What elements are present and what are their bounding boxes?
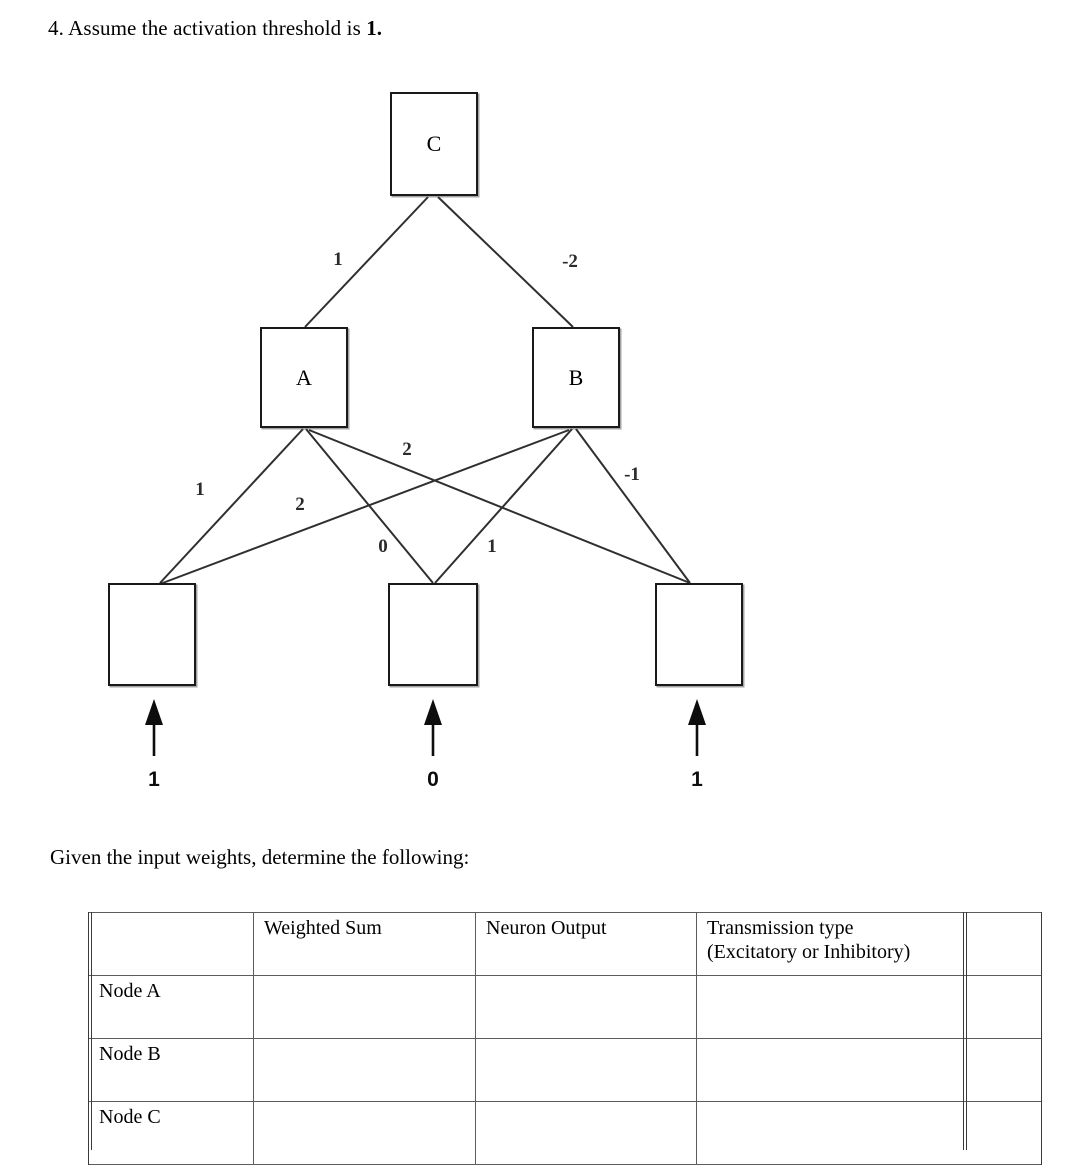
edge-I2-to-B <box>434 428 573 584</box>
header-cell-weighted-sum: Weighted Sum <box>254 912 476 976</box>
edge-weight-A-C: 1 <box>333 249 343 270</box>
edge-weight-I1-B: 2 <box>295 494 305 515</box>
neural-network-diagram: C A B 1 -2 1 0 2 2 1 -1 1 0 1 <box>0 60 1070 820</box>
diagram-edges-svg <box>145 196 706 756</box>
row-label-node-b: Node B <box>89 1039 254 1102</box>
node-box-i1[interactable] <box>108 583 196 686</box>
question-number: 4. <box>48 16 64 40</box>
edge-I3-to-B <box>575 428 691 584</box>
input-arrow-group <box>145 699 706 756</box>
edge-weight-B-C: -2 <box>562 251 578 272</box>
node-label-c: C <box>426 131 442 156</box>
edge-I1-to-B <box>159 429 570 585</box>
transmission-type-line2: (Excitatory or Inhibitory) <box>707 940 911 963</box>
input-value-3: 1 <box>691 768 703 791</box>
table-right-border <box>963 912 967 1150</box>
input-value-2: 0 <box>427 768 439 791</box>
question-heading: 4. Assume the activation threshold is 1. <box>48 16 382 41</box>
table-header-row: Weighted Sum Neuron Output Transmission … <box>89 912 1041 976</box>
edge-I3-to-A <box>308 429 691 584</box>
cell-node-a-neuron-output[interactable] <box>476 976 697 1039</box>
edge-line-group <box>159 196 691 585</box>
table-row[interactable]: Node A <box>89 976 1041 1039</box>
input-arrow-head-icon-3 <box>688 699 706 725</box>
node-box-i2[interactable] <box>388 583 478 686</box>
edge-A-to-C <box>304 196 429 328</box>
cell-node-a-weighted-sum[interactable] <box>254 976 476 1039</box>
edge-B-to-C <box>437 196 574 328</box>
edge-weight-I2-B: 1 <box>487 536 497 557</box>
node-box-b[interactable]: B <box>532 327 620 428</box>
header-cell-blank <box>89 912 254 976</box>
cell-node-b-transmission-type[interactable] <box>697 1039 1041 1102</box>
cell-node-c-weighted-sum[interactable] <box>254 1102 476 1165</box>
table-row[interactable]: Node B <box>89 1039 1041 1102</box>
node-box-c[interactable]: C <box>390 92 478 196</box>
given-prompt: Given the input weights, determine the f… <box>50 845 470 869</box>
cell-node-c-neuron-output[interactable] <box>476 1102 697 1165</box>
cell-node-b-weighted-sum[interactable] <box>254 1039 476 1102</box>
header-cell-neuron-output: Neuron Output <box>476 912 697 976</box>
node-label-b: B <box>568 364 584 390</box>
edge-weight-I1-A: 1 <box>195 479 205 500</box>
question-threshold-value: 1. <box>366 16 383 40</box>
answer-table-wrapper: Weighted Sum Neuron Output Transmission … <box>88 912 1042 1165</box>
row-label-node-c: Node C <box>89 1102 254 1165</box>
edge-weight-I2-A: 0 <box>378 536 388 557</box>
table-row[interactable]: Node C <box>89 1102 1041 1165</box>
cell-node-a-transmission-type[interactable] <box>697 976 1041 1039</box>
node-box-a[interactable]: A <box>260 327 348 428</box>
transmission-type-line1: Transmission type <box>707 917 854 939</box>
cell-node-c-transmission-type[interactable] <box>697 1102 1041 1165</box>
input-arrow-head-icon-1 <box>145 699 163 725</box>
node-label-a: A <box>296 364 312 390</box>
node-box-i3[interactable] <box>655 583 743 686</box>
edge-I1-to-A <box>159 428 304 584</box>
row-label-node-a: Node A <box>89 976 254 1039</box>
edge-weight-I3-B: -1 <box>624 464 640 485</box>
cell-node-b-neuron-output[interactable] <box>476 1039 697 1102</box>
header-cell-transmission-type: Transmission type (Excitatory or Inhibit… <box>697 912 1041 976</box>
input-arrow-head-icon-2 <box>424 699 442 725</box>
input-value-1: 1 <box>148 768 160 791</box>
question-text: Assume the activation threshold is <box>68 16 361 40</box>
table-left-border <box>88 912 92 1150</box>
answer-table: Weighted Sum Neuron Output Transmission … <box>88 912 1042 1165</box>
edge-weight-I3-A: 2 <box>402 439 412 460</box>
